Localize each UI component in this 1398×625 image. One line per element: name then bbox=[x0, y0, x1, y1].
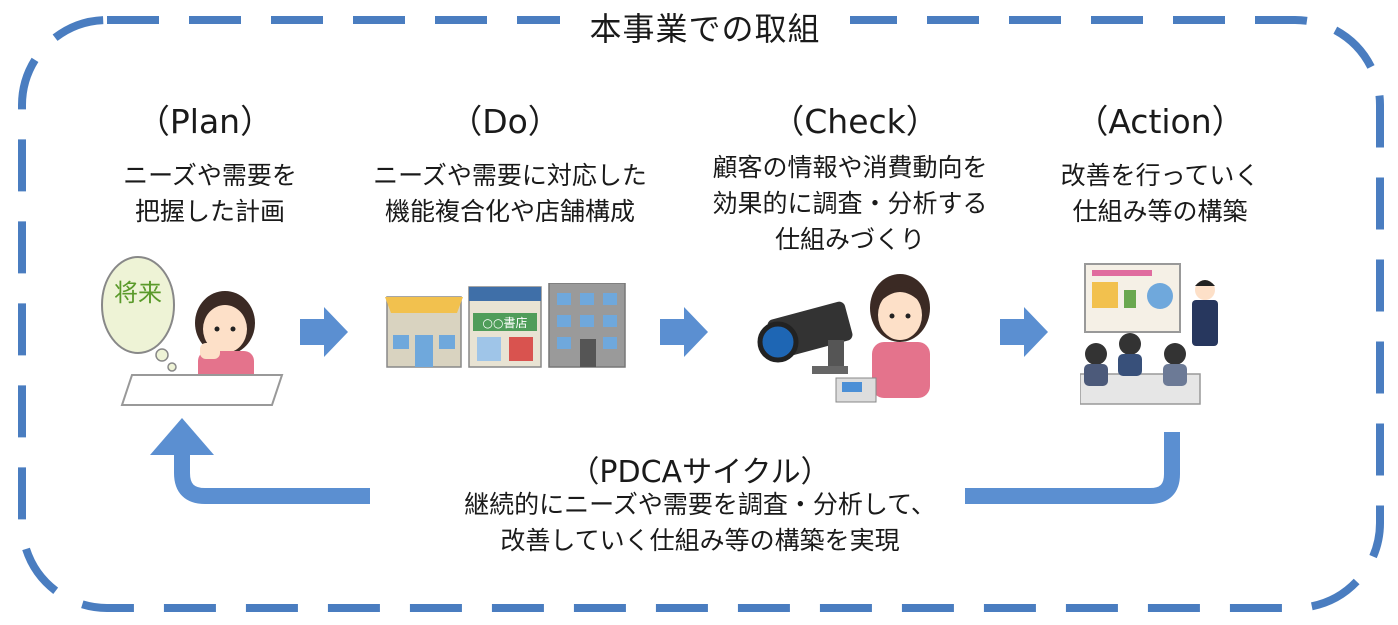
stage-do-heading: （Do） bbox=[449, 102, 561, 141]
camera-survey-icon bbox=[757, 274, 930, 403]
meeting-presentation-icon bbox=[1080, 263, 1218, 405]
cycle-desc: 継続的にニーズや需要を調査・分析して、 改善していく仕組み等の構築を実現 bbox=[464, 490, 936, 555]
store-sign-text: ○○書店 bbox=[483, 316, 528, 330]
stage-do-desc: ニーズや需要に対応した 機能複合化や店舗構成 bbox=[373, 161, 647, 226]
storefronts-icon: ○○書店 bbox=[385, 283, 626, 368]
cycle-heading: （PDCAサイクル） bbox=[569, 455, 831, 490]
stage-plan-heading: （Plan） bbox=[136, 102, 274, 141]
badge-text-1: 将来 bbox=[114, 279, 162, 307]
stage-plan-desc: ニーズや需要を 把握した計画 bbox=[123, 161, 297, 226]
stage-action-heading: （Action） bbox=[1075, 102, 1245, 141]
diagram-title: 本事業での取組 bbox=[560, 4, 850, 50]
arrow-right-icon bbox=[1000, 307, 1048, 357]
stage-check-desc: 顧客の情報や消費動向を 効果的に調査・分析する 仕組みづくり bbox=[712, 153, 988, 254]
arrow-right-icon bbox=[660, 307, 708, 357]
stage-action-desc: 改善を行っていく 仕組み等の構築 bbox=[1060, 161, 1260, 226]
arrow-right-icon bbox=[300, 307, 348, 357]
planning-person-icon: 将来 bbox=[101, 256, 284, 406]
stage-check-heading: （Check） bbox=[771, 102, 939, 141]
